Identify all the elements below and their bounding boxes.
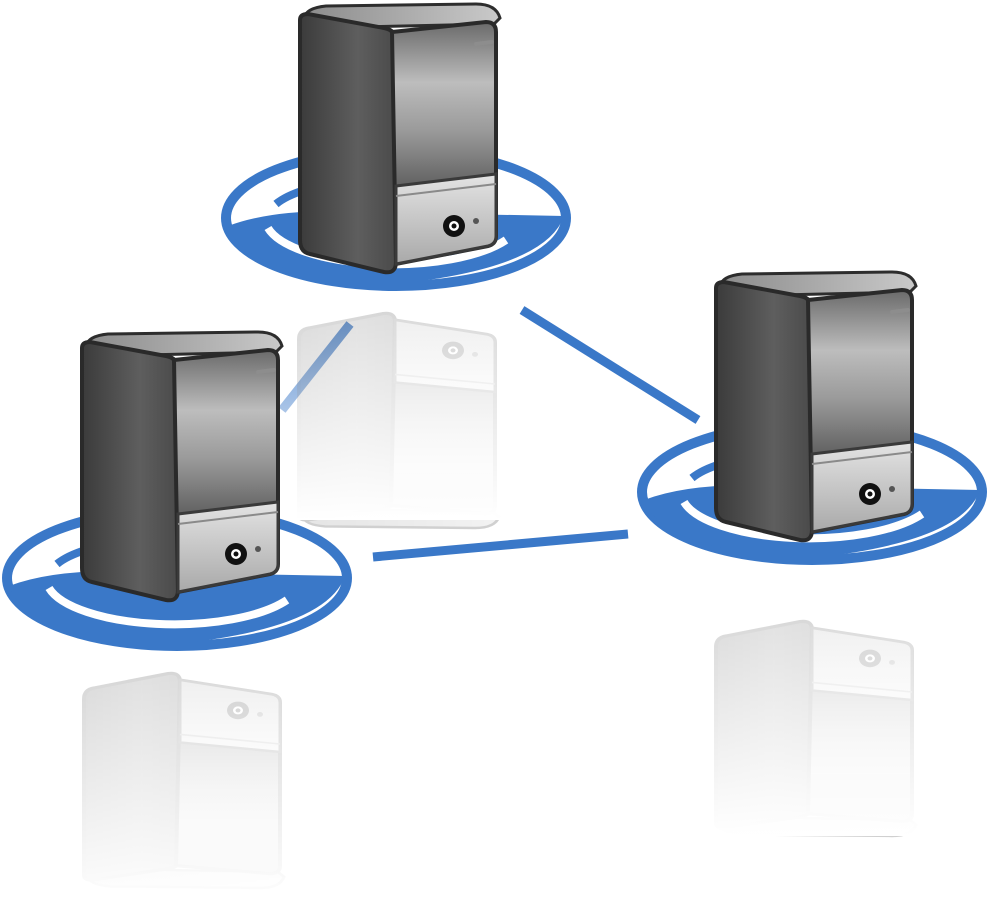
link-left-right — [372, 529, 629, 562]
link-top-right — [519, 306, 701, 424]
reflection-fade — [690, 566, 930, 836]
server-tower-icon — [298, 2, 502, 275]
server-left — [7, 330, 347, 910]
server-top — [226, 2, 566, 530]
server-tower-icon — [80, 330, 284, 603]
server-right — [642, 270, 982, 838]
reflection-fade — [280, 270, 510, 520]
reflection-fade — [60, 628, 300, 910]
server-tower-icon — [714, 270, 918, 543]
